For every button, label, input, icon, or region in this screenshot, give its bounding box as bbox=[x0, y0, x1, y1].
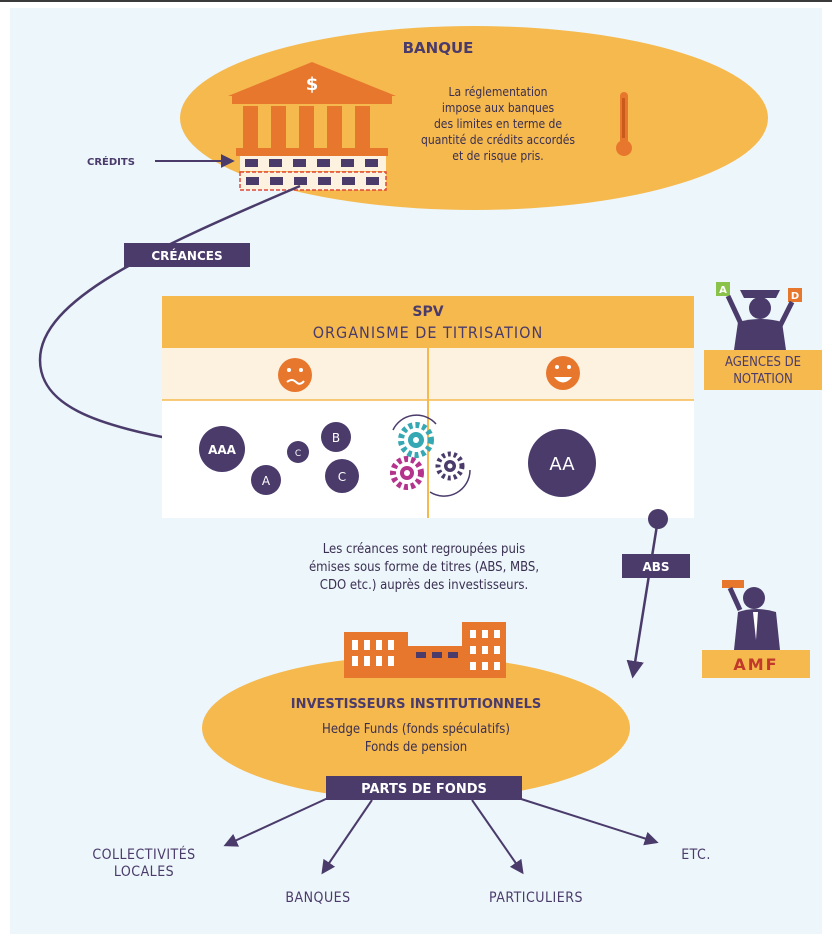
rating-agent-figure-icon: A D bbox=[716, 282, 802, 350]
amf-logo bbox=[702, 650, 810, 678]
rating-a-bubble: A bbox=[251, 465, 281, 495]
svg-text:C: C bbox=[338, 470, 346, 484]
agences-badge bbox=[704, 350, 822, 390]
agences-line-2: NOTATION bbox=[733, 372, 793, 387]
top-border bbox=[0, 0, 832, 2]
description-line-3: CDO etc.) auprès des investisseurs. bbox=[320, 578, 528, 593]
arrow-to-banques bbox=[321, 799, 373, 875]
investisseurs-title: INVESTISSEURS INSTITUTIONNELS bbox=[291, 697, 541, 712]
spv-title: SPV bbox=[412, 304, 443, 320]
abs-arrow bbox=[626, 518, 660, 679]
regulation-line-3: des limites en terme de bbox=[434, 117, 562, 131]
sad-face-icon bbox=[278, 358, 312, 392]
abs-badge bbox=[622, 554, 690, 578]
parts-badge bbox=[326, 776, 522, 800]
regulation-line-4: quantité de crédits accordés bbox=[421, 133, 575, 147]
investisseurs-line-1: Hedge Funds (fonds spéculatifs) bbox=[322, 722, 510, 737]
arrow-to-etc bbox=[517, 797, 659, 846]
svg-text:AAA: AAA bbox=[208, 443, 237, 457]
svg-text:AA: AA bbox=[549, 454, 575, 475]
svg-text:A: A bbox=[262, 474, 271, 488]
bank-building-icon: $ bbox=[228, 62, 396, 156]
thermometer-icon bbox=[616, 92, 632, 156]
creances-label: CRÉANCES bbox=[151, 248, 222, 263]
description-line-1: Les créances sont regroupées puis bbox=[323, 542, 525, 557]
banque-section: BANQUE $ bbox=[87, 26, 768, 210]
credits-label: CRÉDITS bbox=[87, 155, 135, 168]
svg-text:A: A bbox=[719, 285, 727, 296]
regulation-line-5: et de risque pris. bbox=[452, 149, 543, 163]
gears-icon bbox=[390, 414, 471, 497]
svg-text:D: D bbox=[791, 291, 799, 302]
dest-particuliers: PARTICULIERS bbox=[489, 890, 583, 906]
creances-curve-arrow bbox=[38, 184, 301, 447]
spv-subtitle: ORGANISME DE TITRISATION bbox=[313, 323, 544, 342]
banque-title: BANQUE bbox=[403, 39, 474, 57]
regulation-line-2: impose aux banques bbox=[442, 101, 555, 115]
investisseurs-ellipse bbox=[202, 656, 630, 800]
agences-line-1: AGENCES DE bbox=[725, 355, 801, 370]
amf-label: AMF bbox=[733, 655, 778, 674]
description-line-2: émises sous forme de titres (ABS, MBS, bbox=[309, 560, 539, 575]
credits-block bbox=[239, 156, 387, 191]
dest-collectivites-line-1: COLLECTIVITÉS bbox=[92, 846, 195, 863]
rating-c-bubble: C bbox=[325, 459, 359, 493]
dest-collectivites-line-2: LOCALES bbox=[114, 864, 174, 880]
institution-building-icon bbox=[344, 622, 506, 678]
arrow-to-collectivites bbox=[223, 797, 329, 847]
regulation-line-1: La réglementation bbox=[449, 85, 548, 99]
rating-c-small-bubble: C bbox=[287, 441, 309, 463]
parts-label: PARTS DE FONDS bbox=[361, 782, 487, 797]
rating-aaa-bubble: AAA bbox=[199, 426, 245, 472]
investisseurs-line-2: Fonds de pension bbox=[365, 740, 467, 755]
rating-b-bubble: B bbox=[321, 422, 351, 452]
dest-etc: ETC. bbox=[681, 847, 711, 863]
creances-badge bbox=[124, 243, 250, 267]
svg-text:B: B bbox=[332, 431, 340, 445]
svg-text:C: C bbox=[295, 449, 301, 459]
amf-agent-figure-icon bbox=[722, 580, 780, 650]
happy-face-icon bbox=[546, 356, 580, 390]
dest-banques: BANQUES bbox=[285, 890, 350, 906]
arrow-to-particuliers bbox=[471, 799, 524, 875]
spv-box: SPV ORGANISME DE TITRISATION AAA bbox=[162, 296, 694, 518]
rating-aa-bubble: AA bbox=[528, 429, 596, 497]
abs-label: ABS bbox=[642, 560, 669, 574]
dollar-symbol: $ bbox=[306, 74, 319, 95]
